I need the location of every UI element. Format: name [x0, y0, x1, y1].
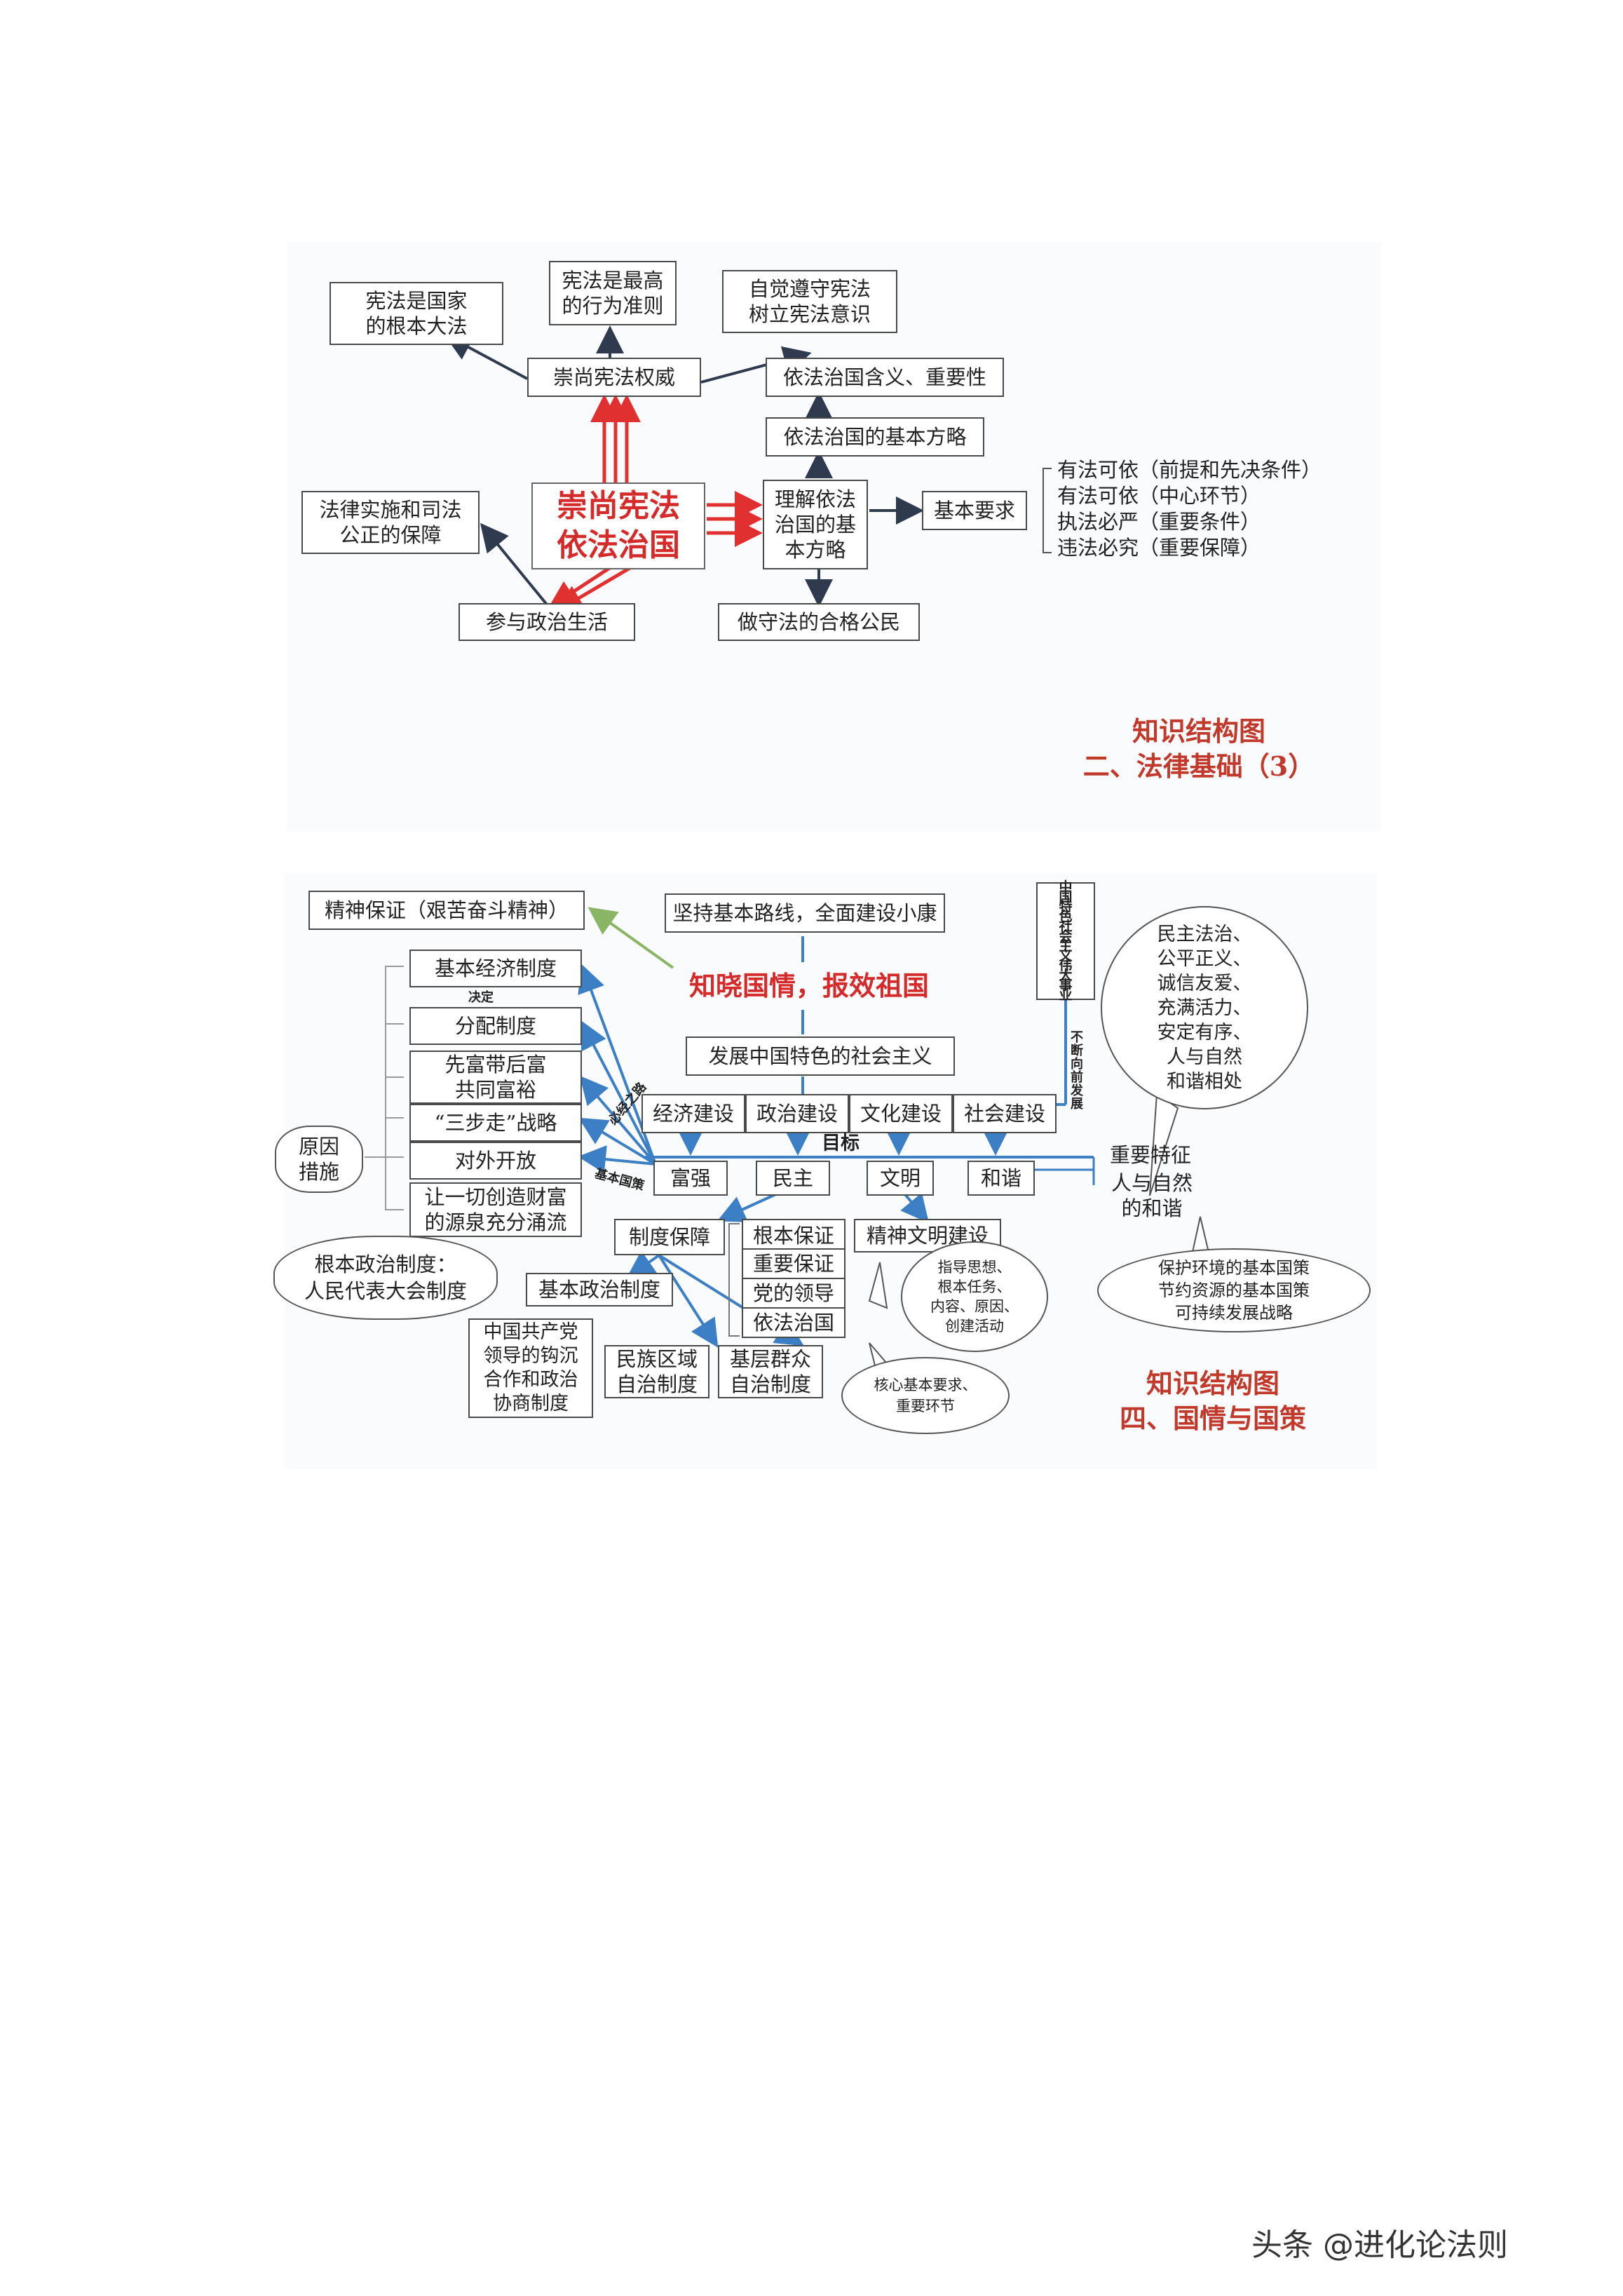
construction-item: 经济建设	[641, 1094, 745, 1133]
forward-development-label: 不 断 向 前 发 展	[1071, 1030, 1083, 1112]
requirement-item: 有法可依（前提和先决条件）	[1057, 458, 1322, 482]
law-abiding-citizen-box: 做守法的合格公民	[718, 603, 920, 641]
goal-item: 富强	[653, 1161, 728, 1196]
watermark: 头条 @进化论法则	[1251, 2227, 1508, 2263]
great-cause-box: 中 国 特 色 社 会 主 义 伟 大 事 业	[1036, 881, 1095, 1002]
goal-item: 文明	[867, 1161, 934, 1196]
left-item: 基本经济制度	[409, 950, 582, 987]
rule-of-law-box: 依法治国	[742, 1307, 846, 1338]
requirement-item: 执法必严（重要条件）	[1057, 510, 1261, 534]
party-leadership-box: 党的领导	[742, 1278, 846, 1309]
construction-item: 政治建设	[745, 1094, 849, 1133]
construction-item: 社会建设	[953, 1094, 1057, 1133]
requirement-item: 违法必究（重要保障）	[1057, 536, 1261, 560]
cpc-cooperation-box: 中国共产党 领导的钩沉 合作和政治 协商制度	[468, 1318, 593, 1418]
chongshang-authority-box: 崇尚宪法权威	[527, 358, 701, 397]
left-item: “三步走”战略	[409, 1104, 582, 1142]
diagram1-title: 知识结构图 二、法律基础（3）	[1082, 715, 1315, 782]
goal-item: 民主	[756, 1161, 830, 1196]
system-guarantee-box: 制度保障	[614, 1219, 725, 1255]
reason-measure-bubble: 原因 措施	[275, 1126, 363, 1193]
root-guarantee-box: 根本保证	[742, 1219, 846, 1252]
spiritual-details-bubble: 指导思想、 根本任务、 内容、原因、 创建活动	[901, 1241, 1048, 1352]
environment-policy-bubble: 保护环境的基本国策 节约资源的基本国策 可持续发展战略	[1097, 1248, 1371, 1332]
basic-requirements-box: 基本要求	[922, 491, 1027, 530]
goal-label: 目标	[822, 1133, 860, 1154]
rule-of-law-strategy-box: 依法治国的基本方略	[766, 417, 984, 457]
left-item: 分配制度	[409, 1007, 582, 1045]
decide-label: 决定	[468, 990, 494, 1005]
center-title-box: 崇尚宪法 依法治国	[531, 482, 705, 569]
rule-of-law-meaning-box: 依法治国含义、重要性	[766, 358, 1004, 397]
constitution-consciousness-box: 自觉遵守宪法 树立宪法意识	[722, 270, 897, 333]
ethnic-autonomy-box: 民族区域 自治制度	[604, 1345, 709, 1398]
core-requirements-bubble: 核心基本要求、 重要环节	[841, 1357, 1010, 1434]
develop-socialism-box: 发展中国特色的社会主义	[686, 1036, 955, 1076]
center-title-box: 知晓国情，报效祖国	[676, 962, 942, 1010]
participate-politics-box: 参与政治生活	[459, 603, 635, 641]
human-nature-harmony-box: 人与自然 的和谐	[1111, 1171, 1193, 1220]
goal-item: 和谐	[967, 1161, 1035, 1196]
important-feature-box: 重要特征	[1109, 1143, 1191, 1167]
left-item: 先富带后富 共同富裕	[409, 1051, 582, 1104]
adhere-basic-line-box: 坚持基本路线，全面建设小康	[665, 893, 945, 933]
construction-item: 文化建设	[849, 1094, 953, 1133]
spirit-guarantee-box: 精神保证（艰苦奋斗精神）	[308, 891, 585, 930]
harmony-traits-bubble: 民主法治、 公平正义、 诚信友爱、 充满活力、 安定有序、 人与自然 和谐相处	[1101, 906, 1308, 1109]
diagram2-title: 知识结构图 四、国情与国策	[1119, 1368, 1306, 1434]
highest-norm-box: 宪法是最高 的行为准则	[549, 261, 677, 325]
requirement-item: 有法可依（中心环节）	[1057, 484, 1261, 508]
understand-strategy-box: 理解依法 治国的基 本方略	[763, 480, 868, 569]
judicial-guarantee-box: 法律实施和司法 公正的保障	[301, 491, 480, 554]
basic-political-system-box: 基本政治制度	[526, 1273, 673, 1306]
fundamental-law-box: 宪法是国家 的根本大法	[330, 282, 503, 345]
grassroots-autonomy-box: 基层群众 自治制度	[718, 1345, 823, 1398]
left-item: 对外开放	[409, 1142, 582, 1180]
left-item: 让一切创造财富 的源泉充分涌流	[409, 1182, 582, 1237]
important-guarantee-box: 重要保证	[742, 1248, 846, 1279]
root-political-system-bubble: 根本政治制度： 人民代表大会制度	[273, 1236, 498, 1320]
